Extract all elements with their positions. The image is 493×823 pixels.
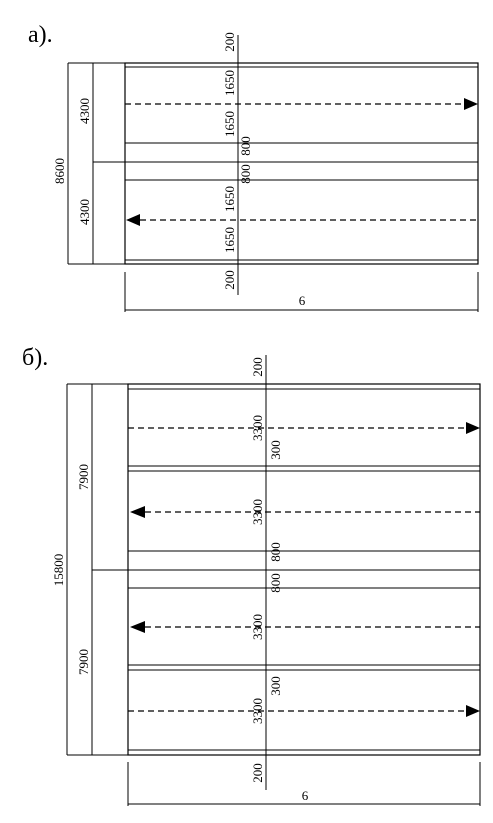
diagram-a-dim-800: 800 bbox=[238, 164, 253, 184]
diagram-b-arrow-4-head bbox=[466, 705, 480, 717]
diagram-a-half-top: 4300 bbox=[77, 98, 92, 124]
diagram-a-dim-1650: 1650 bbox=[222, 186, 237, 212]
diagram-b-half-bottom: 7900 bbox=[76, 649, 91, 675]
diagram-b-arrow-2-head bbox=[130, 506, 145, 518]
diagram-a-span-label: 6 bbox=[299, 293, 306, 308]
diagram-b-arrow-1-head bbox=[466, 422, 480, 434]
diagram-b-overall: 15800 bbox=[51, 554, 66, 587]
diagram-b-dim-3300: 3300 bbox=[250, 499, 265, 525]
diagram-b-dim-200-bottom: 200 bbox=[250, 763, 265, 783]
diagram-a-arrow-right-head bbox=[464, 98, 478, 110]
diagram-a: а). 6 200 1650 1650 800 800 1650 bbox=[28, 22, 479, 312]
diagram-b-dim-200-top: 200 bbox=[250, 357, 265, 377]
diagram-b: б). 6 200 33 bbox=[22, 345, 481, 806]
diagram-a-dim-1650: 1650 bbox=[222, 70, 237, 96]
diagram-b-dim-800: 800 bbox=[268, 573, 283, 593]
diagram-b-label: б). bbox=[22, 345, 48, 371]
diagram-a-dim-200-bottom: 200 bbox=[222, 270, 237, 290]
diagram-a-frame bbox=[124, 62, 479, 265]
diagram-a-dim-800: 800 bbox=[238, 136, 253, 156]
diagram-b-dim-3300: 3300 bbox=[250, 415, 265, 441]
diagram-a-overall: 8600 bbox=[52, 158, 67, 184]
diagram-b-dim-800: 800 bbox=[268, 542, 283, 562]
diagram-b-span-label: 6 bbox=[302, 788, 309, 803]
diagram-b-arrow-3-head bbox=[130, 621, 145, 633]
diagram-a-half-bottom: 4300 bbox=[77, 199, 92, 225]
diagram-b-dim-3300: 3300 bbox=[250, 698, 265, 724]
diagram-b-half-top: 7900 bbox=[76, 464, 91, 490]
diagram-b-dim-300: 300 bbox=[268, 440, 283, 460]
diagram-b-dim-3300: 3300 bbox=[250, 614, 265, 640]
diagram-a-dim-1650: 1650 bbox=[222, 227, 237, 253]
diagram-a-dim-200-top: 200 bbox=[222, 32, 237, 52]
diagram-a-dim-1650: 1650 bbox=[222, 111, 237, 137]
diagram-a-label: а). bbox=[28, 22, 53, 48]
diagram-a-arrow-left-head bbox=[126, 214, 140, 226]
diagram-b-dim-300: 300 bbox=[268, 676, 283, 696]
